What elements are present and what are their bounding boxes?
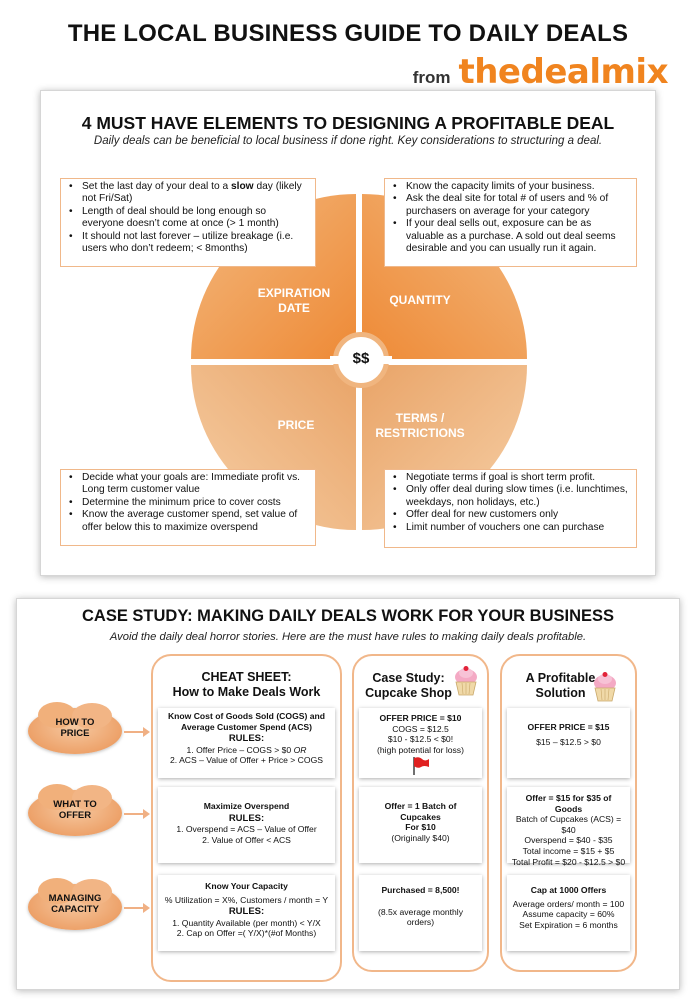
note-terms: Negotiate terms if goal is short term pr… (384, 469, 637, 548)
card-line: Batch of Cupcakes (ACS) = (515, 814, 622, 825)
card-line: $10 - $12.5 < $0! (387, 734, 454, 745)
card-line: (8.5x average monthly (377, 906, 464, 917)
card-heading: Know Cost of Goods Sold (COGS) and Avera… (167, 711, 326, 732)
cupcake-icon (455, 666, 477, 696)
card-line: $15 – $12.5 > $0 (536, 736, 601, 747)
case-subtitle: Cupcake Shop (365, 686, 452, 700)
note-expiration-item: Length of deal should be long enough so … (66, 206, 310, 231)
cloud-text: HOW TO (55, 717, 95, 728)
rules-label: RULES: (228, 812, 265, 824)
red-flag-icon (413, 757, 429, 775)
rule-line: 1. Offer Price – COGS > $0 OR (186, 744, 307, 755)
card-line: Total income = $15 + $5 (522, 845, 615, 856)
rule-line: 2. ACS – Value of Offer + Price > COGS (169, 755, 323, 766)
solution-card-offer: Offer = $15 for $35 of Goods Batch of Cu… (507, 787, 630, 867)
note-price-item: Know the average customer spend, set val… (66, 509, 310, 534)
terms-label: TERMS / RESTRICTIONS (375, 411, 465, 440)
card-heading: Offer = $15 for $35 of Goods (525, 793, 612, 814)
note-terms-item: Limit number of vouchers one can purchas… (390, 522, 631, 535)
card-line: (high potential for loss) (377, 744, 464, 755)
card-line: orders) (406, 917, 435, 928)
rule-line: 2. Value of Offer < ACS (202, 834, 291, 845)
rule-line: 2. Cap on Offer =( Y/X)*(#of Months) (176, 928, 317, 939)
card-heading: Maximize Overspend (203, 801, 290, 811)
note-terms-item: Offer deal for new customers only (390, 509, 631, 522)
card-line: COGS = $12.5 (392, 723, 449, 734)
cloud-text: MANAGING (48, 893, 102, 904)
cheat-card-capacity: Know Your Capacity % Utilization = X%, C… (158, 875, 335, 951)
section1-subtitle: Daily deals can be beneficial to local b… (93, 135, 603, 147)
card-heading: OFFER PRICE = $10 (379, 713, 462, 723)
cheat-card-price: Know Cost of Goods Sold (COGS) and Avera… (158, 708, 335, 778)
note-price-item: Decide what your goals are: Immediate pr… (66, 472, 310, 497)
center-cycle-icon: $$ (330, 332, 392, 388)
section2-subtitle: Avoid the daily deal horror stories. Her… (109, 631, 587, 643)
cheat-subtitle: How to Make Deals Work (172, 685, 321, 699)
note-quantity-item: If your deal sells out, exposure can be … (390, 218, 631, 255)
solution-title: A Profitable (525, 671, 596, 685)
note-expiration-item: It should not last forever – utilize bre… (66, 231, 310, 256)
card-heading: Cupcakes (400, 811, 441, 822)
rule-line: 1. Quantity Available (per month) < Y/X (172, 917, 321, 928)
card-line: (Originally $40) (391, 832, 450, 843)
section1-title: 4 MUST HAVE ELEMENTS TO DESIGNING A PROF… (81, 113, 615, 133)
rules-label: RULES: (228, 906, 265, 918)
card-heading: Know Your Capacity (205, 881, 288, 891)
from-label: from (412, 68, 451, 87)
brand-line: from thedealmix (412, 52, 669, 92)
note-quantity-item: Ask the deal site for total # of users a… (390, 193, 631, 218)
quantity-label: QUANTITY (389, 293, 451, 307)
section2-title: CASE STUDY: MAKING DAILY DEALS WORK FOR … (81, 607, 615, 625)
cupcake-icon (594, 672, 616, 702)
cloud-text: WHAT TO (53, 799, 97, 810)
main-title: THE LOCAL BUSINESS GUIDE TO DAILY DEALS (67, 20, 629, 47)
card-line: Average orders/ month = 100 (512, 898, 625, 909)
card-line: Overspend = $40 - $35 (524, 835, 613, 846)
price-label: PRICE (277, 418, 315, 432)
arrow-icon (124, 903, 150, 913)
arrow-icon (124, 727, 150, 737)
card-heading: OFFER PRICE = $15 (527, 722, 610, 732)
card-line: Assume capacity = 60% (522, 909, 615, 920)
solution-subtitle: Solution (535, 686, 586, 700)
solution-card-capacity: Cap at 1000 Offers Average orders/ month… (507, 875, 630, 951)
card-heading: For $10 (405, 822, 436, 833)
card-line: Total Profit = $20 - $12.5 > $0 (511, 856, 626, 867)
rules-label: RULES: (228, 733, 265, 745)
arrow-icon (124, 809, 150, 819)
brand-logo: thedealmix (458, 52, 668, 92)
card-line: Set Expiration = 6 months (519, 919, 618, 930)
note-quantity: Know the capacity limits of your busines… (384, 178, 637, 267)
cheat-card-offer: Maximize Overspend RULES: 1. Overspend =… (158, 787, 335, 863)
note-quantity-item: Know the capacity limits of your busines… (390, 181, 631, 194)
cloud-text: CAPACITY (51, 904, 99, 915)
note-terms-item: Only offer deal during slow times (i.e. … (390, 484, 631, 509)
card-line: $40 (561, 824, 576, 835)
cheat-title: CHEAT SHEET: (201, 670, 292, 684)
note-price: Decide what your goals are: Immediate pr… (60, 469, 316, 546)
note-expiration-item: Set the last day of your deal to a slow … (66, 181, 310, 206)
case-card-offer: Offer = 1 Batch of Cupcakes For $10 (Ori… (359, 787, 482, 863)
solution-card-price: OFFER PRICE = $15 $15 – $12.5 > $0 (507, 708, 630, 778)
note-terms-item: Negotiate terms if goal is short term pr… (390, 472, 631, 485)
case-card-purchased: Purchased = 8,500! (8.5x average monthly… (359, 875, 482, 951)
center-dollar-label: $$ (352, 350, 370, 367)
expiration-label: EXPIRATION DATE (257, 286, 331, 315)
card-heading: Cap at 1000 Offers (530, 885, 607, 895)
note-expiration: Set the last day of your deal to a slow … (60, 178, 316, 267)
card-line: % Utilization = X%, Customers / month = … (164, 894, 329, 905)
cloud-text: PRICE (60, 728, 90, 739)
case-title: Case Study: (372, 671, 445, 685)
card-heading: Purchased = 8,500! (381, 885, 460, 895)
rule-line: 1. Overspend = ACS – Value of Offer (176, 824, 317, 835)
note-price-item: Determine the minimum price to cover cos… (66, 497, 310, 510)
cloud-text: OFFER (58, 810, 92, 821)
card-heading: Offer = 1 Batch of (384, 801, 457, 811)
